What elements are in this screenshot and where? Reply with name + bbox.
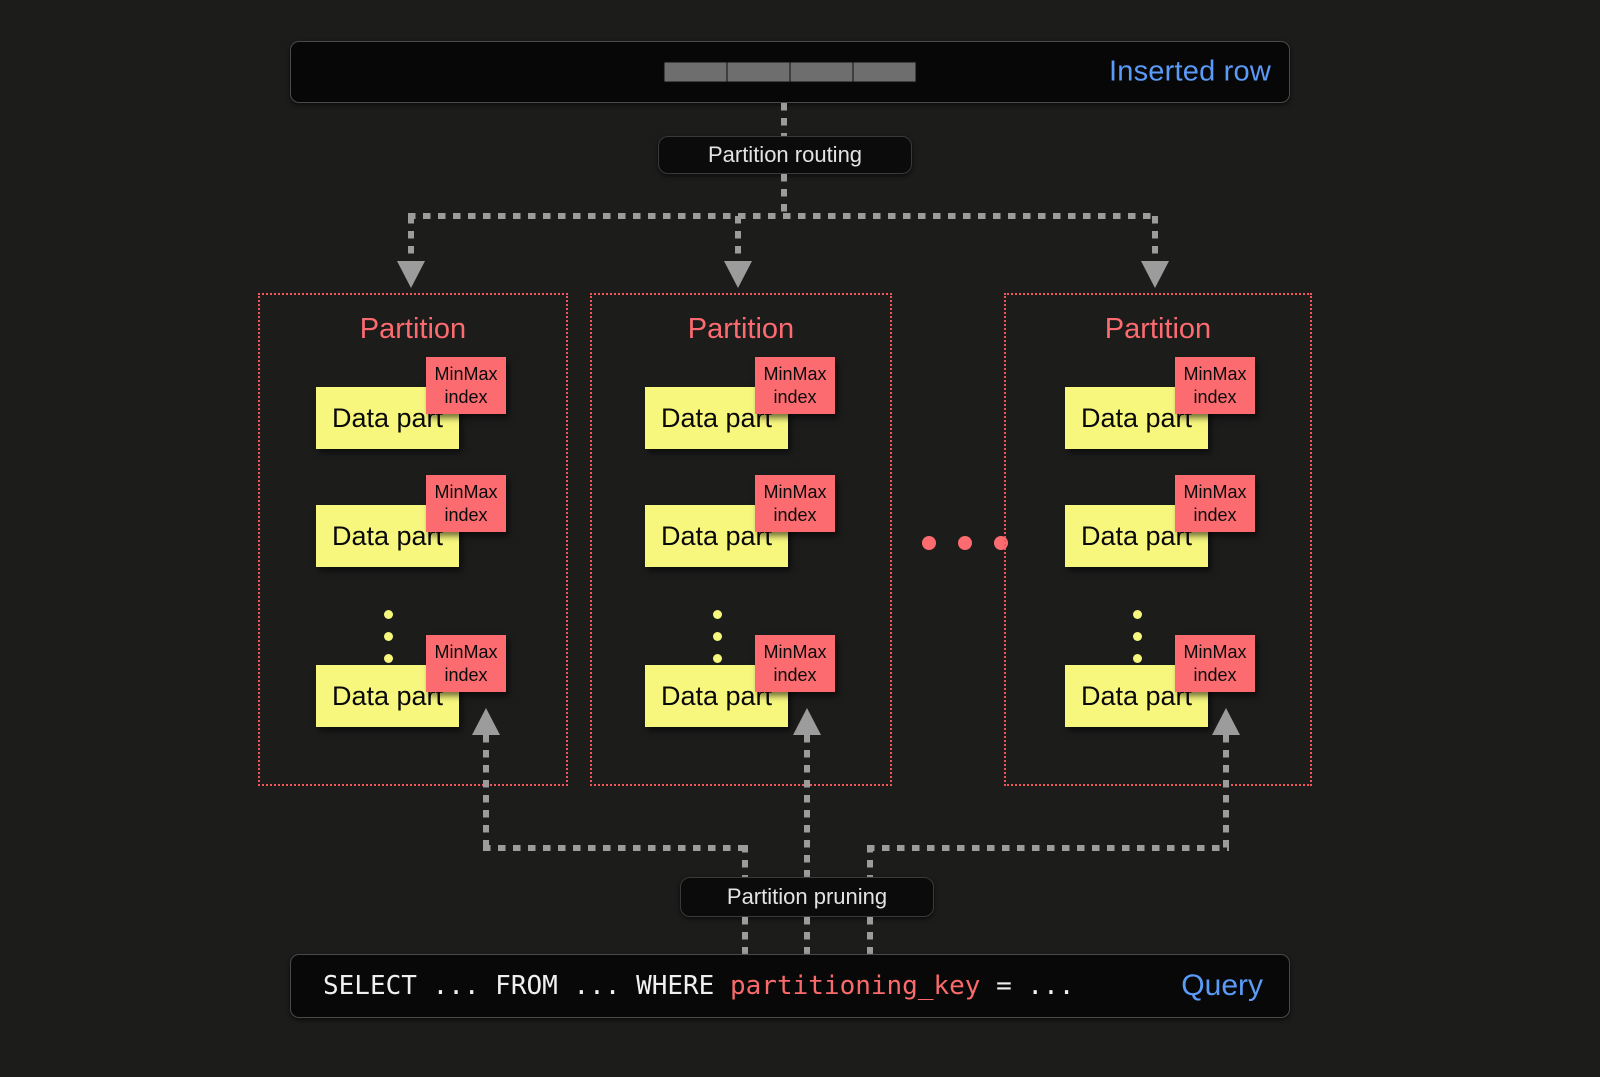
ellipsis-dot [384,654,393,663]
connector-query-to-pruning-3 [867,917,873,957]
connector-bus-to-partition-2 [735,216,741,264]
ellipsis-dot [1133,610,1142,619]
partition-title: Partition [1104,313,1212,345]
ellipsis-dot [713,632,722,641]
connector-pruning-to-partition-2 [804,735,810,920]
ellipsis-dot [713,610,722,619]
inserted-row-bar: Inserted row [290,41,1290,103]
data-part-box: Data part [316,505,459,567]
row-cell [663,61,728,83]
pruning-bus-right [867,845,1229,851]
data-part-ellipsis [384,610,393,663]
connector-row-to-routing [781,103,787,136]
partition-pruning-box: Partition pruning [680,877,934,917]
connector-bus-to-partition-1 [408,216,414,264]
query-partitioning-key: partitioning_key [730,971,981,1001]
pruning-bus-left [483,845,748,851]
connector-query-to-pruning-1 [742,917,748,957]
arrow-into-partition-3 [1141,261,1169,288]
row-cell [726,61,791,83]
connector-pruning-to-partition-3 [1223,735,1229,848]
connector-query-to-pruning-2 [804,917,810,957]
ellipsis-dot [922,536,936,550]
arrow-into-partition-2 [724,261,752,288]
between-partitions-ellipsis [922,536,1008,550]
ellipsis-dot [384,610,393,619]
arrow-into-partition-3-bottom [1212,708,1240,735]
partition-routing-label: Partition routing [707,142,863,167]
connector-bus-to-partition-3 [1152,216,1158,264]
routing-bus-line [408,213,1158,219]
query-prefix: SELECT ... FROM ... WHERE [323,971,730,1001]
query-suffix: = ... [980,971,1075,1001]
ellipsis-dot [1133,654,1142,663]
arrow-into-partition-2-bottom [793,708,821,735]
inserted-row-cells [663,61,917,83]
query-label: Query [1181,969,1263,1002]
connector-routing-to-bus [781,174,787,216]
query-statement: SELECT ... FROM ... WHERE partitioning_k… [323,971,1074,1001]
ellipsis-dot [958,536,972,550]
data-part-ellipsis [713,610,722,663]
inserted-row-label: Inserted row [1109,55,1271,88]
partition-title: Partition [687,313,795,345]
data-part-ellipsis [1133,610,1142,663]
data-part-box: Data part [1065,505,1208,567]
row-cell [789,61,854,83]
partition-pruning-label: Partition pruning [726,884,888,909]
arrow-into-partition-1-bottom [472,708,500,735]
partition-routing-box: Partition routing [658,136,912,174]
ellipsis-dot [384,632,393,641]
partition-title: Partition [359,313,467,345]
ellipsis-dot [1133,632,1142,641]
query-bar: SELECT ... FROM ... WHERE partitioning_k… [290,954,1290,1018]
arrow-into-partition-1 [397,261,425,288]
row-cell [852,61,917,83]
ellipsis-dot [713,654,722,663]
data-part-box: Data part [645,505,788,567]
connector-pruning-to-partition-1 [483,735,489,848]
